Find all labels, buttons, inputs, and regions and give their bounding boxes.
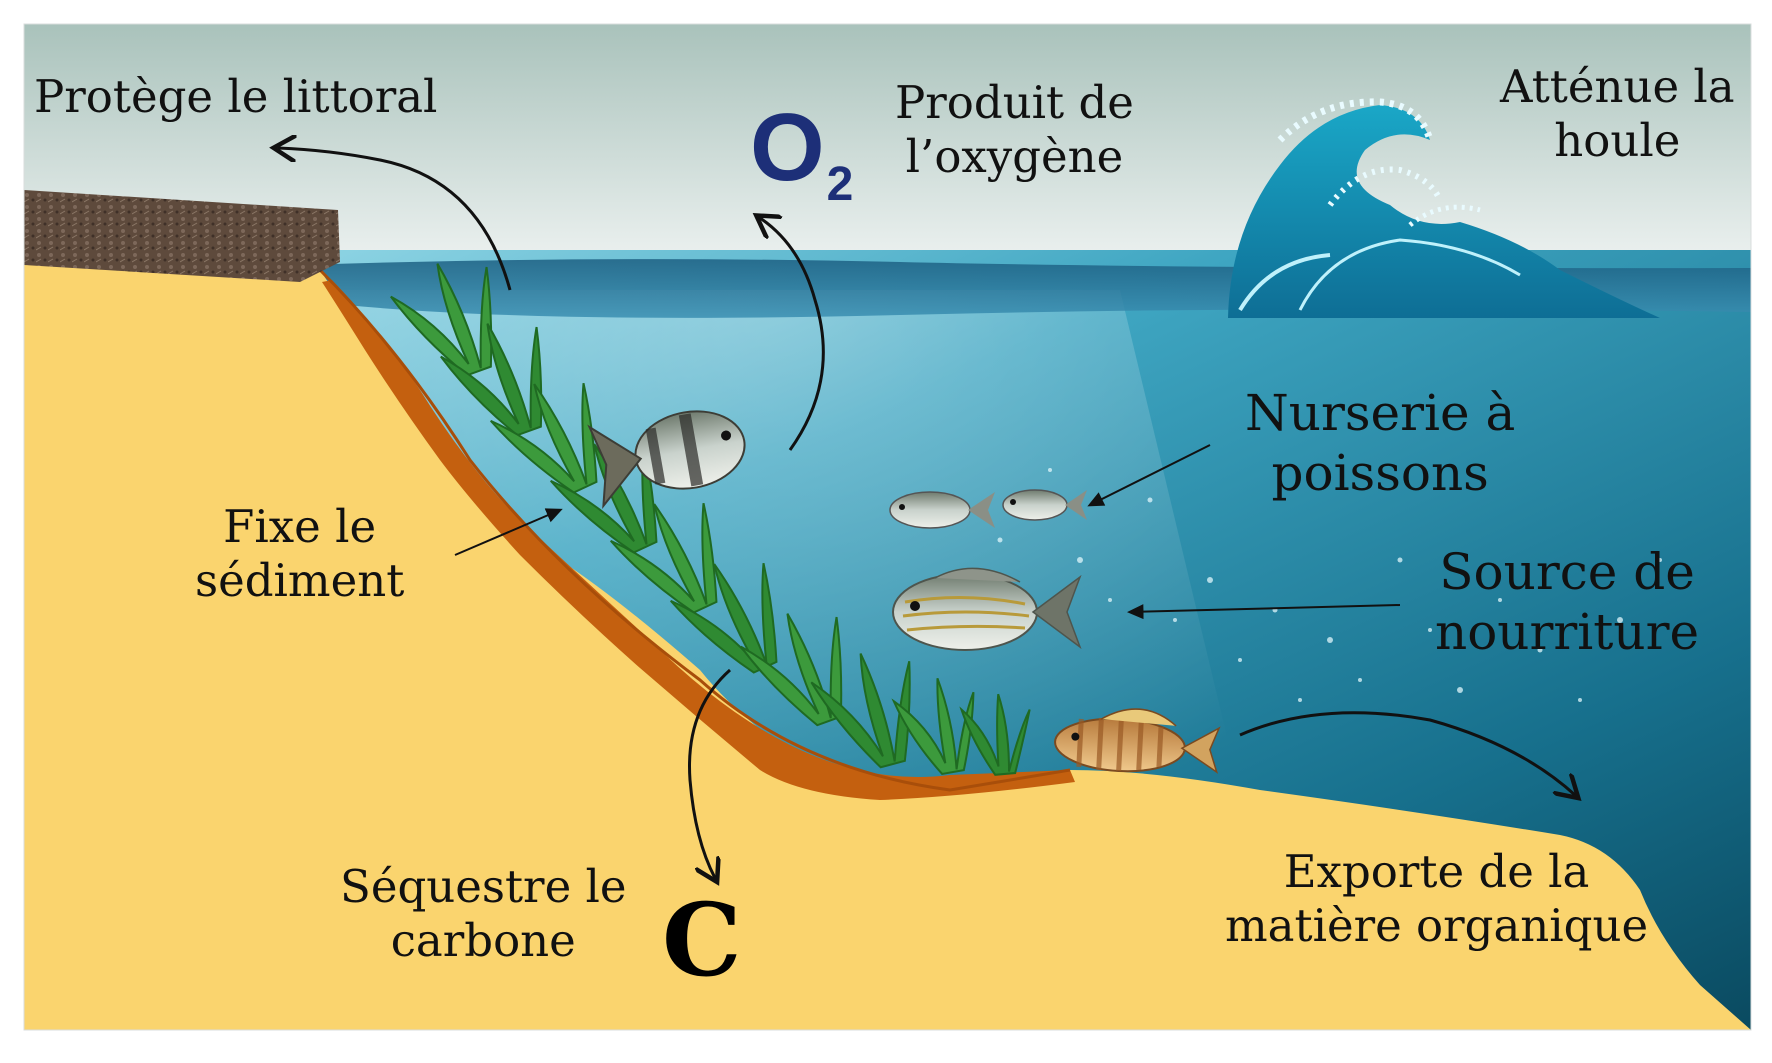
fish-comber [1054, 708, 1221, 774]
label-fixe-sediment: Fixe le sédiment [195, 500, 405, 607]
arrow-protege [278, 148, 512, 291]
oxygen-o: O [750, 94, 825, 201]
label-source-nourriture: Source de nourriture [1435, 543, 1700, 661]
arrow-sequestre [688, 668, 731, 878]
arrow-oxygene [760, 218, 825, 451]
sediment-layer [322, 280, 1075, 800]
wave-illustration [1228, 98, 1660, 318]
label-nurserie-poissons: Nurserie à poissons [1245, 384, 1516, 502]
label-attenue-houle: Atténue la houle [1500, 60, 1735, 167]
arrow-nurserie [1087, 444, 1211, 507]
cliff-soil [24, 190, 340, 282]
carbon-symbol: C [662, 881, 742, 999]
arrow-fixe [454, 508, 563, 556]
label-protege-littoral: Protège le littoral [34, 70, 438, 123]
seabed-sand [24, 198, 1751, 1030]
fish-bream-seagrass [587, 410, 746, 510]
oxygen-symbol: O2 [750, 100, 853, 209]
oxygen-subscript: 2 [826, 158, 854, 211]
label-exporte-matiere: Exporte de la matière organique [1225, 845, 1649, 952]
label-sequestre-carbone: Séquestre le carbone [340, 860, 627, 967]
arrow-source [1127, 604, 1401, 620]
bubbles [997, 468, 1662, 702]
fish-salema [892, 567, 1082, 651]
seagrass-meadow [390, 263, 1031, 776]
frame [23, 23, 1752, 1031]
arrow-exporte [1239, 711, 1575, 795]
fish-juvenile-2 [1002, 489, 1087, 521]
fish-juvenile-1 [889, 491, 995, 529]
label-produit-oxygene: Produit de l’oxygène [895, 76, 1134, 183]
